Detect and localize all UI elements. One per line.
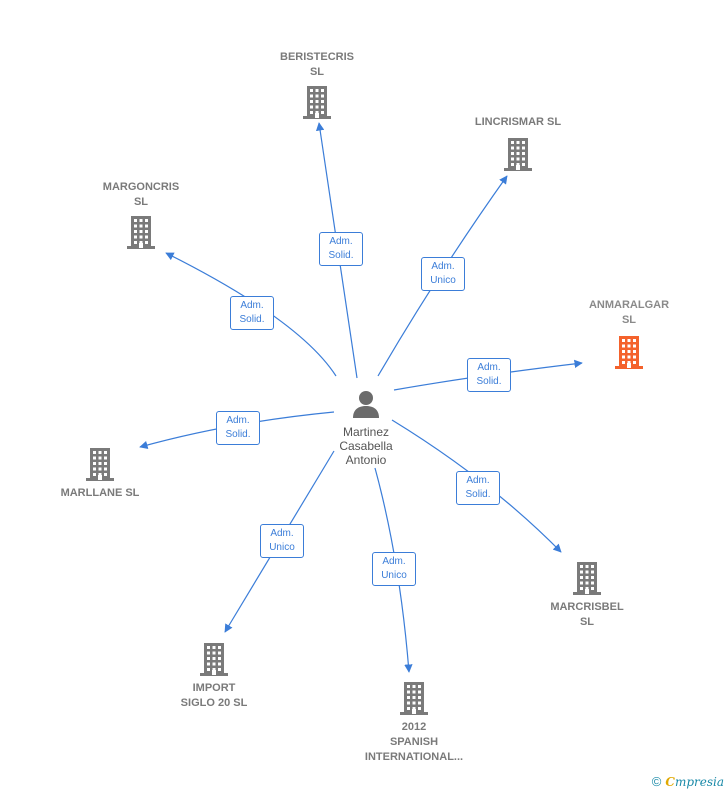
building-icon — [86, 448, 114, 481]
edge-label-beristecris[interactable]: Adm. Solid. — [319, 232, 363, 266]
person-node[interactable] — [330, 388, 402, 420]
company-name: MARLLANE SL — [60, 487, 140, 499]
edge-label-spanish-intl[interactable]: Adm. Unico — [372, 552, 416, 586]
company-node-marcrisbel[interactable] — [571, 560, 603, 596]
building-icon — [615, 336, 643, 369]
copyright-symbol: © — [651, 774, 662, 789]
company-label-spanish-intl[interactable]: 2012 SPANISH INTERNATIONAL... — [354, 720, 474, 765]
edge-label-margoncris[interactable]: Adm. Solid. — [230, 296, 274, 330]
company-node-anmaralgar[interactable] — [613, 334, 645, 370]
edge-label-marcrisbel[interactable]: Adm. Solid. — [456, 471, 500, 505]
company-name: BERISTECRIS SL — [280, 51, 354, 78]
company-name: 2012 SPANISH INTERNATIONAL... — [364, 721, 464, 763]
company-label-marcrisbel[interactable]: MARCRISBEL SL — [527, 600, 647, 630]
company-node-marllane[interactable] — [84, 446, 116, 482]
building-icon — [504, 138, 532, 171]
building-icon — [303, 86, 331, 119]
company-name: MARCRISBEL SL — [550, 601, 624, 628]
company-name: IMPORT SIGLO 20 SL — [180, 682, 248, 709]
building-icon — [400, 682, 428, 715]
footer-brand: ©Cmpresia — [652, 774, 724, 789]
edge-label-import-siglo[interactable]: Adm. Unico — [260, 524, 304, 558]
company-name: ANMARALGAR SL — [588, 299, 670, 326]
company-node-beristecris[interactable] — [301, 84, 333, 120]
brand-logo: Cmpresia — [665, 775, 724, 789]
company-name: MARGONCRIS SL — [102, 181, 180, 208]
building-icon — [127, 216, 155, 249]
company-label-import-siglo[interactable]: IMPORT SIGLO 20 SL — [154, 681, 274, 711]
building-icon — [573, 562, 601, 595]
company-node-spanish-intl[interactable] — [398, 680, 430, 716]
person-name: Martinez Casabella Antonio — [339, 425, 393, 467]
company-label-lincrismar[interactable]: LINCRISMAR SL — [458, 115, 578, 130]
edge-margoncris — [165, 252, 337, 377]
company-node-margoncris[interactable] — [125, 214, 157, 250]
company-label-anmaralgar[interactable]: ANMARALGAR SL — [569, 298, 689, 328]
person-icon — [353, 391, 379, 418]
edge-label-anmaralgar[interactable]: Adm. Solid. — [467, 358, 511, 392]
company-node-lincrismar[interactable] — [502, 136, 534, 172]
building-icon — [200, 643, 228, 676]
company-label-margoncris[interactable]: MARGONCRIS SL — [81, 180, 201, 210]
company-node-import-siglo[interactable] — [198, 641, 230, 677]
company-label-marllane[interactable]: MARLLANE SL — [40, 486, 160, 501]
company-label-beristecris[interactable]: BERISTECRIS SL — [257, 50, 377, 80]
edge-label-marllane[interactable]: Adm. Solid. — [216, 411, 260, 445]
company-name: LINCRISMAR SL — [474, 116, 562, 128]
edge-label-lincrismar[interactable]: Adm. Unico — [421, 257, 465, 291]
